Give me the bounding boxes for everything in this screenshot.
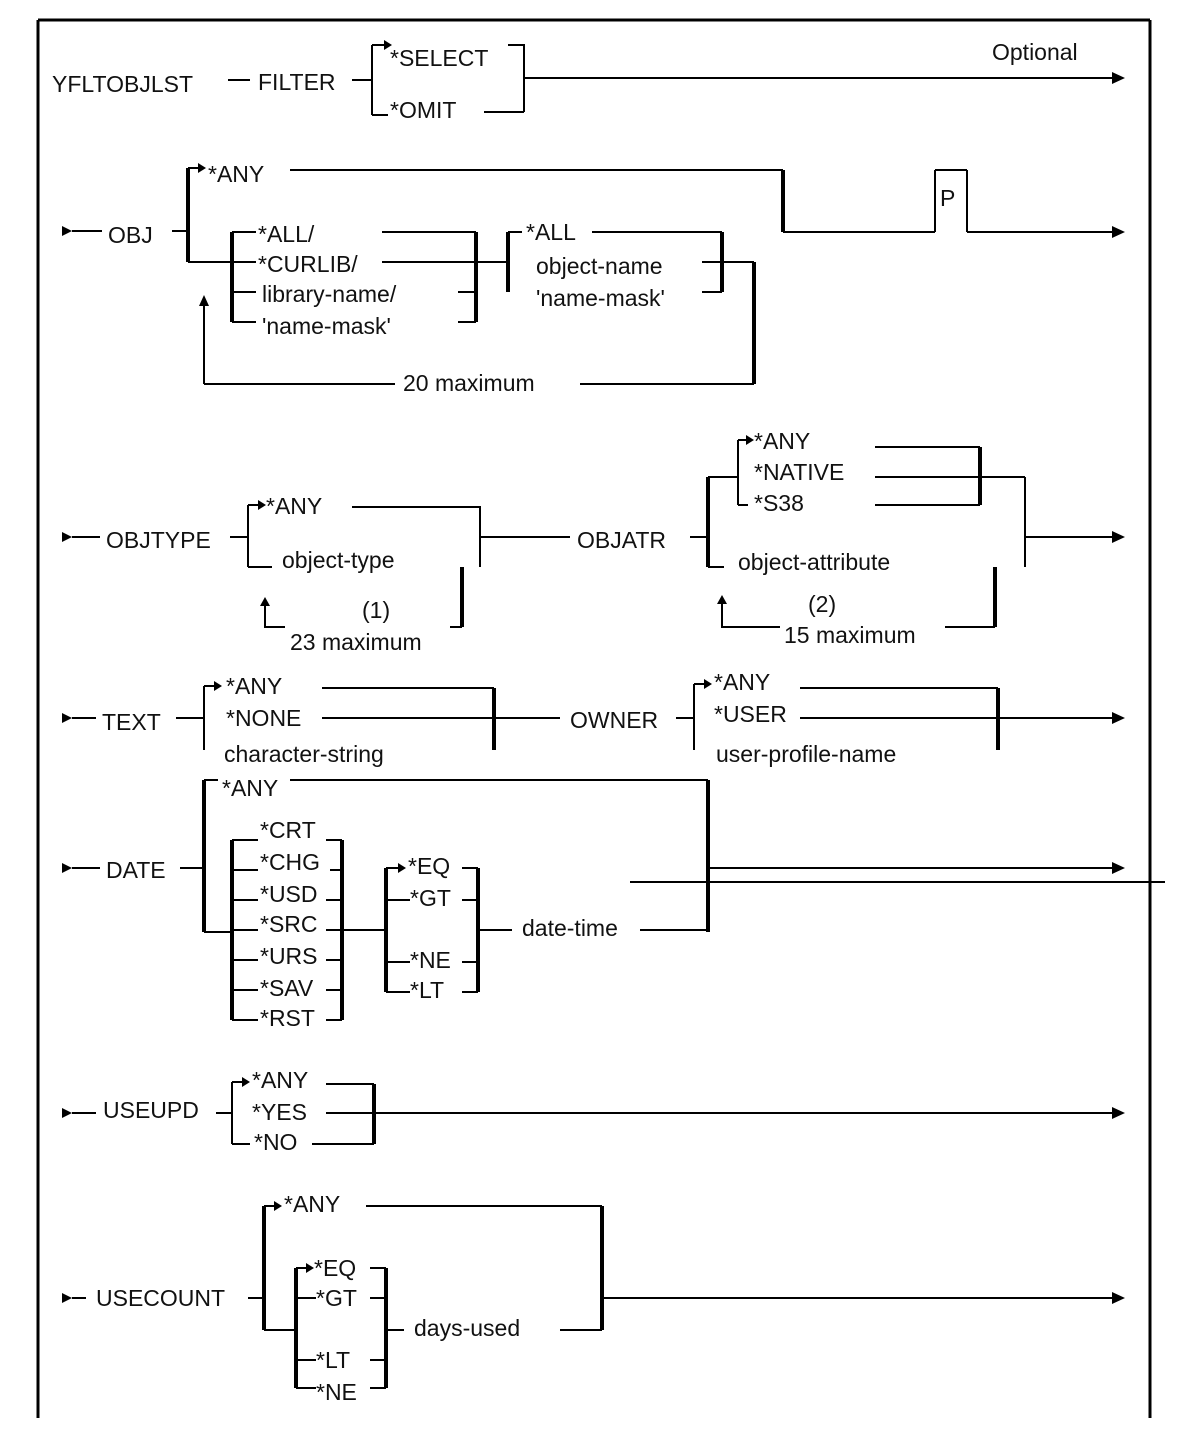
objtype-repeat-arrow-icon [260,597,270,606]
text-character-string: character-string [224,741,384,767]
usecount-section: USECOUNT *ANY *EQ *GT *LT *NE days-used [62,1191,1125,1405]
objatr-s38: *S38 [754,490,804,516]
date-value: date-time [522,915,618,941]
objatr-native: *NATIVE [754,459,844,485]
objatr-repeat-arrow-icon [717,595,727,604]
text-any: *ANY [226,673,282,699]
useupd-end-arrow-icon [1112,1107,1125,1119]
obj-start-arrow-icon [62,226,72,236]
objtype-note: (1) [362,597,390,623]
text-start-arrow-icon [62,713,72,723]
filter-arrow-icon [1112,72,1125,84]
obj-any: *ANY [208,161,264,187]
date-op-eq: *EQ [408,853,450,879]
date-any: *ANY [222,775,278,801]
date-type-usd: *USD [260,881,318,907]
date-section: DATE *ANY *CRT *CHG *USD *SRC *URS *SAV … [62,775,1165,1031]
objtype-section: OBJTYPE *ANY object-type (1) 23 maximum … [62,428,1125,655]
objtype-any: *ANY [266,493,322,519]
obj-library-mask: 'name-mask' [262,313,391,339]
date-type-urs: *URS [260,943,318,969]
text-none: *NONE [226,705,301,731]
usecount-op-lt: *LT [316,1347,350,1373]
useupd-yes: *YES [252,1099,307,1125]
objatr-end-arrow-icon [1112,531,1125,543]
usecount-op-gt: *GT [316,1285,357,1311]
usecount-any: *ANY [284,1191,340,1217]
text-owner-section: TEXT *ANY *NONE character-string OWNER *… [62,669,1125,767]
date-type-rst: *RST [260,1005,315,1031]
objtype-object-type: object-type [282,547,395,573]
owner-user: *USER [714,701,787,727]
objatr-any: *ANY [754,428,810,454]
objatr-object-attribute: object-attribute [738,549,890,575]
obj-library-name: library-name/ [262,281,397,307]
useupd-any: *ANY [252,1067,308,1093]
objtype-start-arrow-icon [62,532,72,542]
owner-keyword: OWNER [570,707,658,733]
owner-user-profile-name: user-profile-name [716,741,896,767]
date-op-ne: *NE [410,947,451,973]
date-op-gt: *GT [410,885,451,911]
filter-value-select: *SELECT [390,45,488,71]
filter-section: YFLTOBJLST Optional FILTER *SELECT *OMIT [52,39,1125,123]
obj-object-mask: 'name-mask' [536,285,665,311]
date-op-lt: *LT [410,977,444,1003]
owner-any: *ANY [714,669,770,695]
objatr-note: (2) [808,591,836,617]
usecount-start-arrow-icon [62,1293,72,1303]
obj-library-curlib: *CURLIB/ [258,251,358,277]
filter-keyword: FILTER [258,69,336,95]
obj-repeat-arrow-icon [199,295,209,306]
diagram-frame [36,18,1152,1418]
date-start-arrow-icon [62,863,72,873]
useupd-start-arrow-icon [62,1108,72,1118]
usecount-keyword: USECOUNT [96,1285,225,1311]
useupd-keyword: USEUPD [103,1097,199,1123]
date-type-chg: *CHG [260,849,320,875]
obj-library-all: *ALL/ [258,221,315,247]
obj-keyword: OBJ [108,222,153,248]
date-keyword: DATE [106,857,166,883]
useupd-no: *NO [254,1129,297,1155]
objtype-repeat-label: 23 maximum [290,629,422,655]
usecount-value: days-used [414,1315,520,1341]
obj-section: OBJ *ANY *ALL/ *CURLIB/ library-name/ 'n… [62,161,1125,396]
filter-value-omit: *OMIT [390,97,456,123]
usecount-op-eq: *EQ [314,1255,356,1281]
obj-positional-marker: P [940,185,955,211]
command-name: YFLTOBJLST [52,71,193,97]
usecount-end-arrow-icon [1112,1292,1125,1304]
objtype-keyword: OBJTYPE [106,527,211,553]
owner-end-arrow-icon [1112,712,1125,724]
obj-repeat-label: 20 maximum [403,370,535,396]
useupd-section: USEUPD *ANY *YES *NO [62,1067,1125,1155]
objatr-repeat-label: 15 maximum [784,622,916,648]
date-end-arrow-icon [1112,862,1125,874]
date-type-sav: *SAV [260,975,314,1001]
usecount-op-ne: *NE [316,1379,357,1405]
objatr-keyword: OBJATR [577,527,666,553]
date-type-crt: *CRT [260,817,316,843]
text-keyword: TEXT [102,709,161,735]
date-type-src: *SRC [260,911,318,937]
obj-object-name: object-name [536,253,663,279]
obj-end-arrow-icon [1112,226,1125,238]
obj-object-all: *ALL [526,219,576,245]
optional-label: Optional [992,39,1078,65]
